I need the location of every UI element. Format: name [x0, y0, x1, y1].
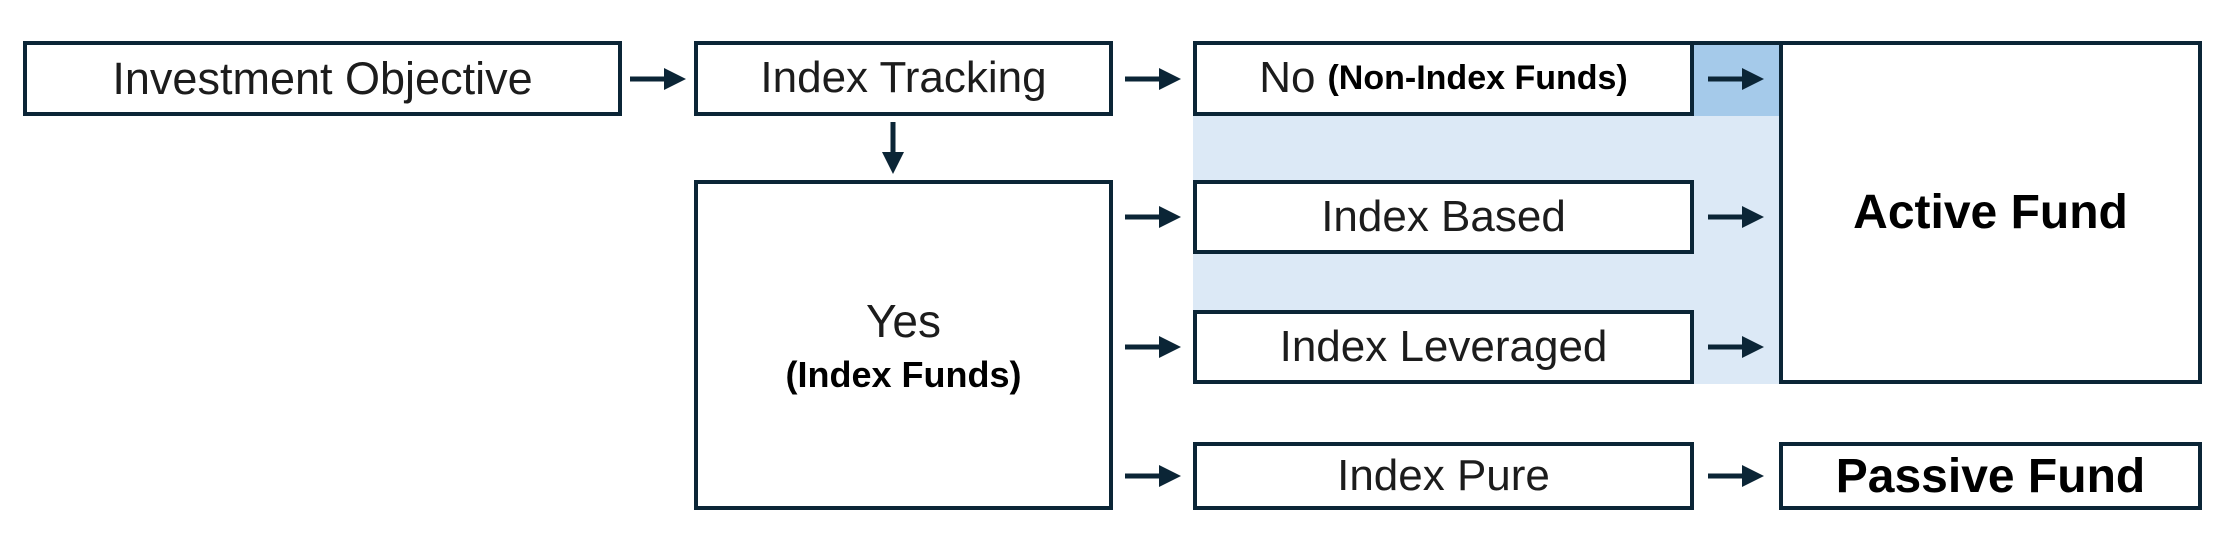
node-label-investment-objective: Investment Objective: [112, 52, 533, 104]
node-label-index-leveraged: Index Leveraged: [1279, 321, 1608, 371]
node-label-passive-fund: Passive Fund: [1835, 449, 2146, 503]
arrow-down-icon: [881, 122, 905, 174]
node-label-active-fund: Active Fund: [1853, 186, 2128, 239]
node-index-pure: Index Pure: [1193, 442, 1694, 510]
arrow-right-icon: [1708, 67, 1764, 91]
node-label-yes: Yes: [865, 294, 942, 347]
node-passive-fund: Passive Fund: [1779, 442, 2202, 510]
node-index-based: Index Based: [1193, 180, 1694, 254]
arrow-right-icon: [1125, 464, 1181, 488]
arrow-right-icon: [1708, 335, 1764, 359]
arrow-right-icon: [630, 67, 686, 91]
node-label-index-tracking: Index Tracking: [760, 53, 1047, 103]
node-sublabel-non-index-funds: (Non-Index Funds): [1327, 59, 1628, 97]
node-no-non-index-funds: No (Non-Index Funds): [1193, 41, 1694, 116]
arrow-right-icon: [1125, 335, 1181, 359]
arrow-right-icon: [1708, 205, 1764, 229]
arrow-right-icon: [1708, 464, 1764, 488]
node-sublabel-index-funds: (Index Funds): [785, 353, 1022, 395]
node-yes-index-funds: Yes (Index Funds): [694, 180, 1113, 510]
node-index-leveraged: Index Leveraged: [1193, 310, 1694, 384]
node-label-index-pure: Index Pure: [1337, 450, 1550, 500]
yes-label-stack: Yes (Index Funds): [786, 295, 1022, 395]
arrow-right-icon: [1125, 205, 1181, 229]
node-active-fund: Active Fund: [1779, 41, 2202, 384]
node-label-no: No: [1259, 53, 1316, 103]
arrow-right-icon: [1125, 67, 1181, 91]
node-index-tracking: Index Tracking: [694, 41, 1113, 116]
node-investment-objective: Investment Objective: [23, 41, 622, 116]
node-label-index-based: Index Based: [1321, 191, 1566, 241]
